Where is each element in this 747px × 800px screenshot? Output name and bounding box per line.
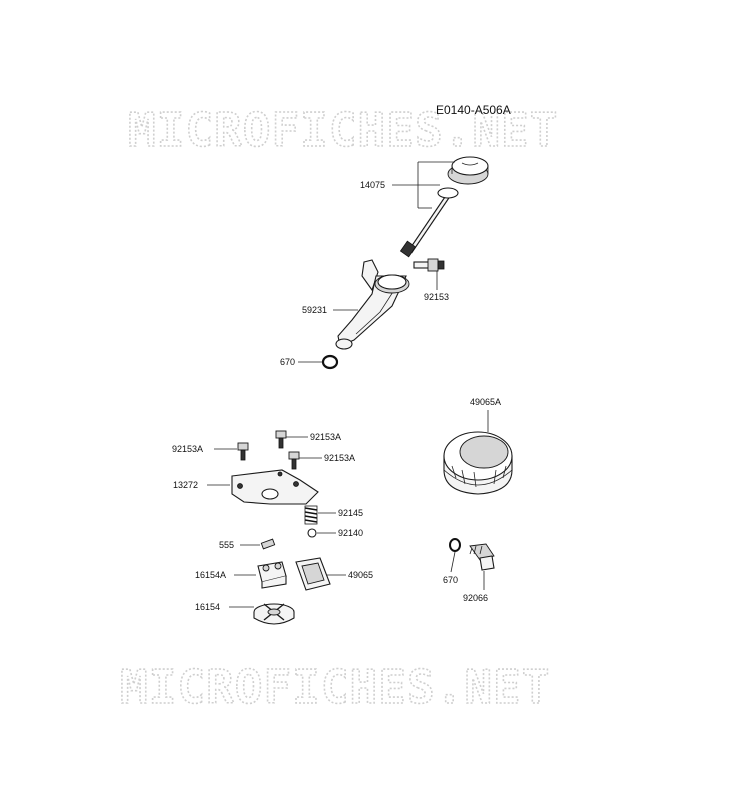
part-label-92153: 92153 <box>424 292 449 302</box>
part-label-13272: 13272 <box>173 480 198 490</box>
dipstick-leader <box>392 161 455 209</box>
part-label-49065A: 49065A <box>470 397 501 407</box>
part-label-92153A-left: 92153A <box>172 444 203 454</box>
part-label-92145: 92145 <box>338 508 363 518</box>
bolt-a-left-drawing <box>237 442 249 461</box>
part-label-14075: 14075 <box>360 180 385 190</box>
part-label-92153A-right: 92153A <box>324 453 355 463</box>
filler-tube-drawing <box>335 259 410 350</box>
diagram-code: E0140-A506A <box>436 103 511 117</box>
dipstick-bolt-drawing <box>413 258 445 272</box>
fitting-drawing <box>469 543 495 571</box>
pump-gasket-drawing <box>295 557 331 591</box>
bolt-a-right-drawing <box>288 451 300 470</box>
tube-oring-drawing <box>321 354 339 370</box>
relief-spring-drawing <box>304 505 318 525</box>
part-label-16154: 16154 <box>195 602 220 612</box>
part-label-16154A: 16154A <box>195 570 226 580</box>
part-label-49065: 49065 <box>348 570 373 580</box>
relief-plate-drawing <box>231 469 319 505</box>
inner-rotor-drawing <box>257 561 287 589</box>
part-label-59231: 59231 <box>302 305 327 315</box>
fitting-oring-drawing <box>449 538 461 552</box>
part-label-670-tube: 670 <box>280 357 295 367</box>
dipstick-drawing <box>399 156 489 258</box>
part-label-670-fitting: 670 <box>443 575 458 585</box>
watermark-top: MICROFICHES.NET <box>128 103 558 157</box>
bolt-a-top-drawing <box>275 430 287 449</box>
outer-rotor-drawing <box>253 603 295 625</box>
oil-filter-drawing <box>443 431 513 495</box>
watermark-bottom: MICROFICHES.NET <box>120 660 550 714</box>
part-label-92066: 92066 <box>463 593 488 603</box>
pin-drawing <box>260 538 276 550</box>
part-label-92140: 92140 <box>338 528 363 538</box>
part-label-92153A-top: 92153A <box>310 432 341 442</box>
relief-ball-drawing <box>307 528 317 538</box>
part-label-555: 555 <box>219 540 234 550</box>
